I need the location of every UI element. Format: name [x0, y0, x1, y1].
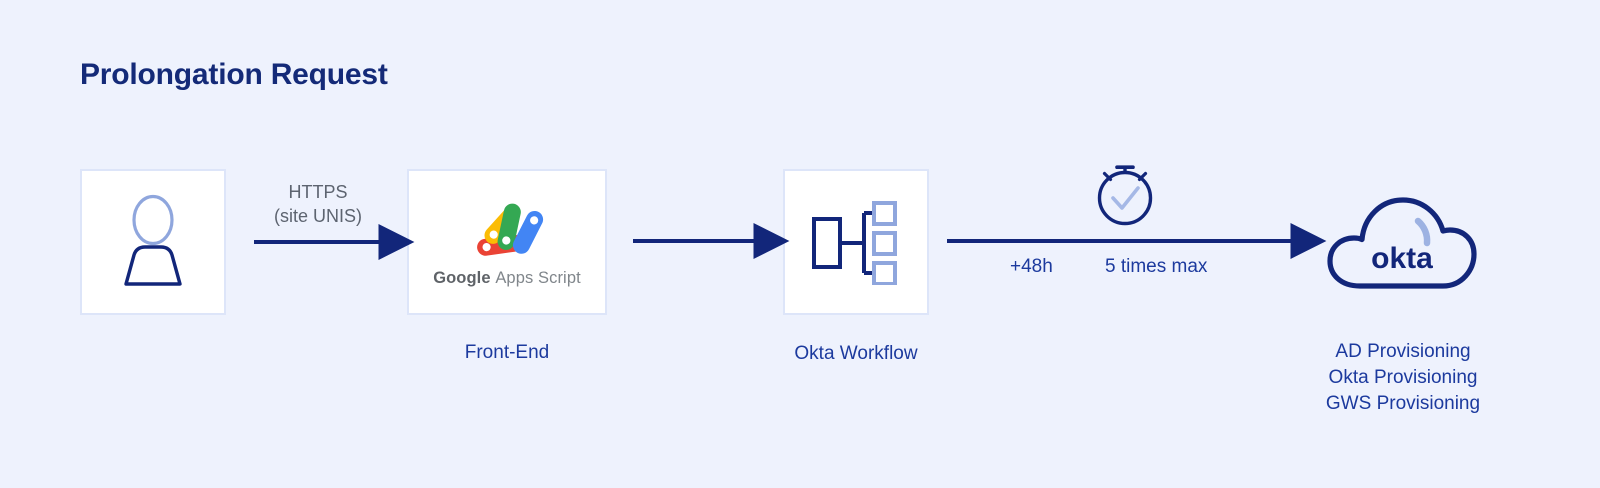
- workflow-tree-icon: [785, 171, 927, 313]
- okta-cloud-icon-svg: okta: [1327, 197, 1477, 289]
- wordmark-google: Google: [433, 269, 491, 287]
- node-user-box: [80, 169, 226, 315]
- okta-wordmark: okta: [1371, 242, 1433, 275]
- arrow-label-https: HTTPS (site UNIS): [238, 180, 398, 228]
- person-icon-svg: [124, 194, 182, 286]
- node-google-apps-script-box: Google Apps Script: [407, 169, 607, 315]
- google-apps-script-logo: [464, 196, 550, 263]
- okta-provisioning-caption: AD Provisioning Okta Provisioning GWS Pr…: [1288, 339, 1518, 417]
- caption-line-2: Okta Provisioning: [1328, 367, 1478, 388]
- https-line-2: (site UNIS): [273, 206, 362, 226]
- page-title: Prolongation Request: [80, 58, 388, 91]
- caption-line-3: GWS Provisioning: [1325, 393, 1481, 414]
- person-icon: [82, 171, 224, 313]
- arrow-label-times-max: 5 times max: [1105, 256, 1208, 277]
- google-apps-script-logo-svg: [477, 203, 544, 256]
- google-apps-script-wordmark: Google Apps Script: [433, 269, 581, 288]
- https-line-1: HTTPS: [288, 182, 348, 202]
- workflow-tree-icon-svg: [812, 201, 897, 285]
- stopwatch-icon: [1097, 165, 1153, 226]
- wordmark-apps-script: Apps Script: [495, 269, 581, 287]
- node-okta-workflow-box: [783, 169, 929, 315]
- okta-cloud-icon: okta: [1326, 190, 1478, 294]
- arrow-label-plus48h: +48h: [1010, 256, 1053, 277]
- node-okta-workflow-label: Okta Workflow: [794, 343, 918, 364]
- caption-line-1: AD Provisioning: [1335, 341, 1471, 362]
- node-frontend-label: Front-End: [464, 342, 550, 363]
